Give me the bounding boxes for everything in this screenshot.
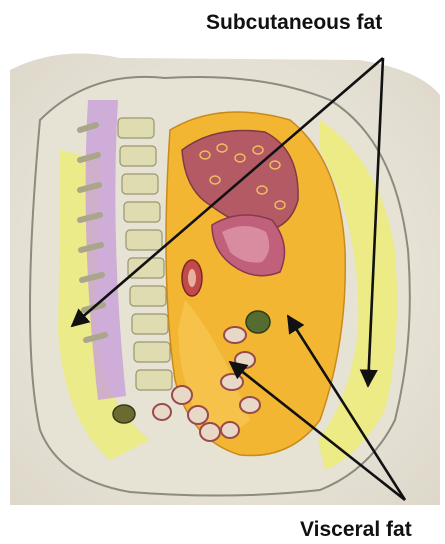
gallbladder — [246, 311, 270, 333]
subcutaneous-fat-label: Subcutaneous fat — [206, 12, 382, 33]
rectum — [113, 405, 135, 423]
visceral-fat-label: Visceral fat — [300, 519, 412, 540]
kidney — [182, 260, 202, 296]
